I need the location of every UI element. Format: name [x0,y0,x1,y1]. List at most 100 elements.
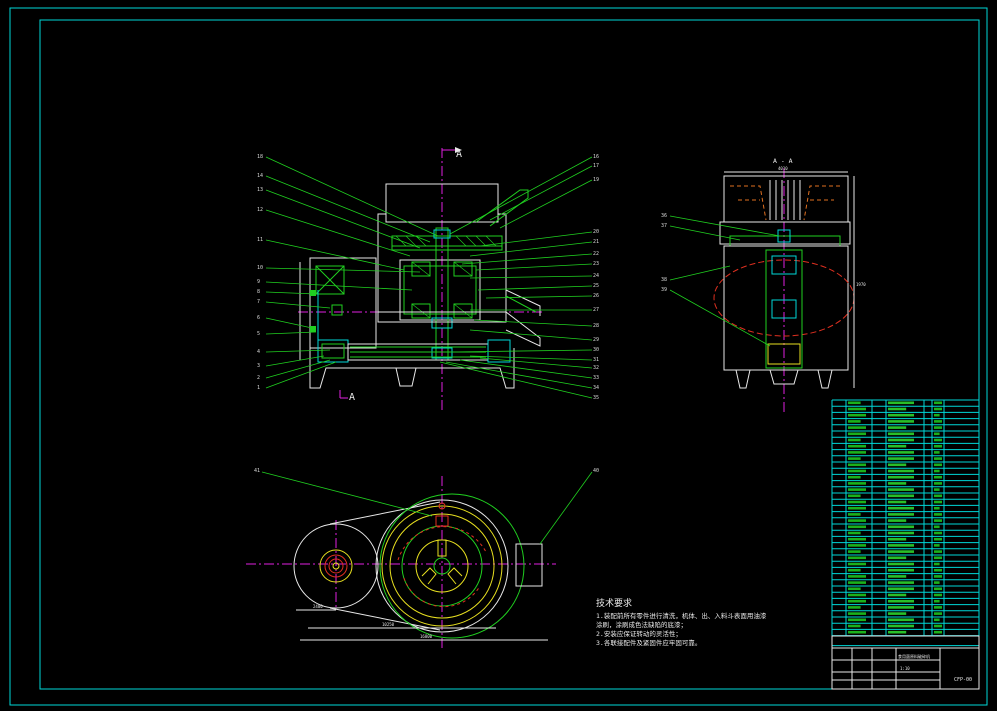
parts-list-entry [888,630,907,634]
parts-list-entry [934,413,940,417]
parts-list-entry [848,451,866,454]
tech-note-line-1: 1.装配前所有零件进行清洗，机体、出、入料斗表面用油漆 [596,611,767,620]
parts-list-entry [888,469,914,473]
parts-list-entry [848,482,866,485]
part-label: 34 [593,385,599,391]
part-label: 32 [593,365,599,371]
parts-list-entry [934,550,942,553]
title-block-scale: 1:10 [900,666,910,671]
parts-list-entry [934,568,942,572]
parts-list-entry [934,506,940,510]
part-label: 11 [257,237,263,243]
plan-dim-total: 16800 [420,634,433,639]
part-label: 20 [593,229,599,235]
parts-list-entry [934,469,940,473]
parts-list-entry [934,451,940,454]
parts-list-entry [848,420,861,423]
part-label: 27 [593,307,599,313]
parts-list-entry [934,581,940,584]
parts-list-entry [848,475,861,479]
tech-note-line-3: 2.安装应保证转动的灵活性； [596,629,682,638]
parts-list-entry [888,444,907,448]
parts-list-entry [848,413,866,417]
parts-list-entry [888,568,914,572]
parts-list-entry [934,426,942,429]
parts-list-entry [888,500,907,504]
parts-list-entry [848,618,866,622]
parts-list-entry [934,562,940,566]
part-label: 12 [257,207,263,213]
parts-list [831,399,980,647]
part-label: 14 [257,173,263,179]
parts-list-entry [934,537,942,541]
part-label: 22 [593,251,599,257]
parts-list-entry [848,624,861,628]
parts-list-entry [934,587,942,591]
side-section-view: A - A 4010 1970 [713,157,866,412]
parts-list-entry [888,407,907,411]
parts-list-entry [934,438,942,442]
front-leaders-left [265,156,439,389]
part-label: 21 [593,239,599,245]
parts-list-entry [888,544,914,547]
parts-list-entry [888,525,914,529]
parts-list-entry [848,587,861,591]
parts-list-entry [934,525,940,529]
part-label: 25 [593,283,599,289]
parts-list-entry [848,463,866,467]
section-mark-bottom: A [349,392,355,403]
parts-list-entry [848,568,861,572]
parts-list-entry [888,556,907,560]
parts-list-entry [848,550,861,553]
parts-list-entry [888,451,914,454]
side-view-title: A - A [773,157,793,165]
parts-list-entry [888,593,907,597]
parts-list-entry [888,488,914,491]
parts-list-entry [888,562,914,566]
tech-note-line-4: 3.各联接配件及紧固件应牢固可靠。 [596,638,701,647]
parts-list-entry [888,537,907,541]
part-label: 33 [593,375,599,381]
part-label: 23 [593,261,599,267]
parts-list-entry [888,519,907,522]
parts-list-entry [888,494,914,498]
parts-list-entry [848,500,866,504]
parts-list-entry [934,475,942,479]
parts-list-entry [888,618,914,622]
side-leaders [669,215,781,347]
parts-list-entry [888,575,907,578]
parts-list-entry [848,426,866,429]
part-label: 24 [593,273,599,279]
parts-list-entry [848,581,866,584]
front-section-view: A A [298,147,542,412]
parts-list-entry [848,544,866,547]
parts-list-entry [934,500,942,504]
parts-list-entry [848,457,861,460]
part-label: 29 [593,337,599,343]
parts-list-entry [848,513,861,516]
parts-list-entry [848,432,866,436]
part-label: 1 [257,385,260,391]
parts-list-entry [934,457,942,460]
parts-list-entry [888,413,914,417]
part-label: 13 [257,187,263,193]
parts-list-entry [848,556,866,560]
parts-list-entry [934,407,942,411]
parts-list-entry [848,612,866,615]
parts-list-entry [848,401,861,405]
parts-list-entry [934,531,942,535]
parts-list-entry [848,525,866,529]
plan-dim-mid: 10250 [382,622,395,627]
parts-list-entry [848,537,866,541]
parts-list-entry [934,599,940,603]
parts-list-entry [888,457,914,460]
parts-list-entry [934,556,942,560]
inner-border [39,19,980,690]
part-label: 31 [593,357,599,363]
parts-list-entry [848,469,866,473]
parts-list-entry [934,624,942,628]
side-dim-width: 4010 [778,166,788,171]
